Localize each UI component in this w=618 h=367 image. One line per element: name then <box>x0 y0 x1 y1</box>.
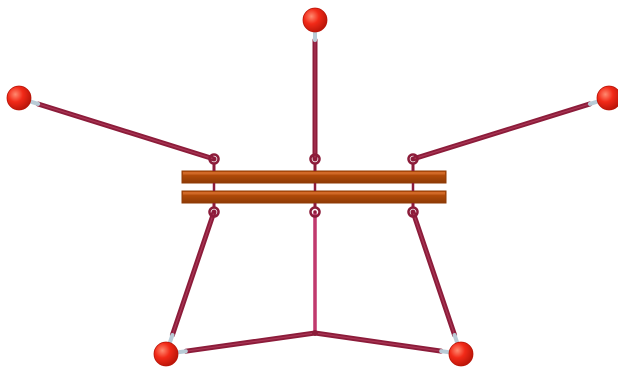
strut-hub-bottom-to-ball-bottom-left <box>178 333 315 352</box>
connector-stub <box>455 335 458 343</box>
ball-top <box>303 8 327 32</box>
bar-lower <box>182 191 446 203</box>
bars-layer <box>182 164 446 208</box>
hub-bottom <box>312 330 318 336</box>
connector-stub <box>30 102 38 104</box>
strut-joint-lower-left-to-ball-bottom-left <box>170 212 214 343</box>
ball-bottom-left <box>154 342 178 366</box>
bar-upper <box>182 171 446 183</box>
connector-stub <box>590 102 598 104</box>
strut-ball-left-to-joint-upper-left <box>30 102 214 159</box>
connector-stub <box>178 351 186 352</box>
strut-ball-right-to-joint-upper-right <box>413 102 598 159</box>
strut-hub-bottom-to-ball-bottom-right <box>315 333 449 352</box>
ball-right <box>597 86 618 110</box>
ball-bottom-right <box>449 342 473 366</box>
ball-left <box>7 86 31 110</box>
connector-stub <box>170 335 173 343</box>
connector-stub <box>441 351 449 352</box>
strut-joint-lower-right-to-ball-bottom-right <box>413 212 457 343</box>
